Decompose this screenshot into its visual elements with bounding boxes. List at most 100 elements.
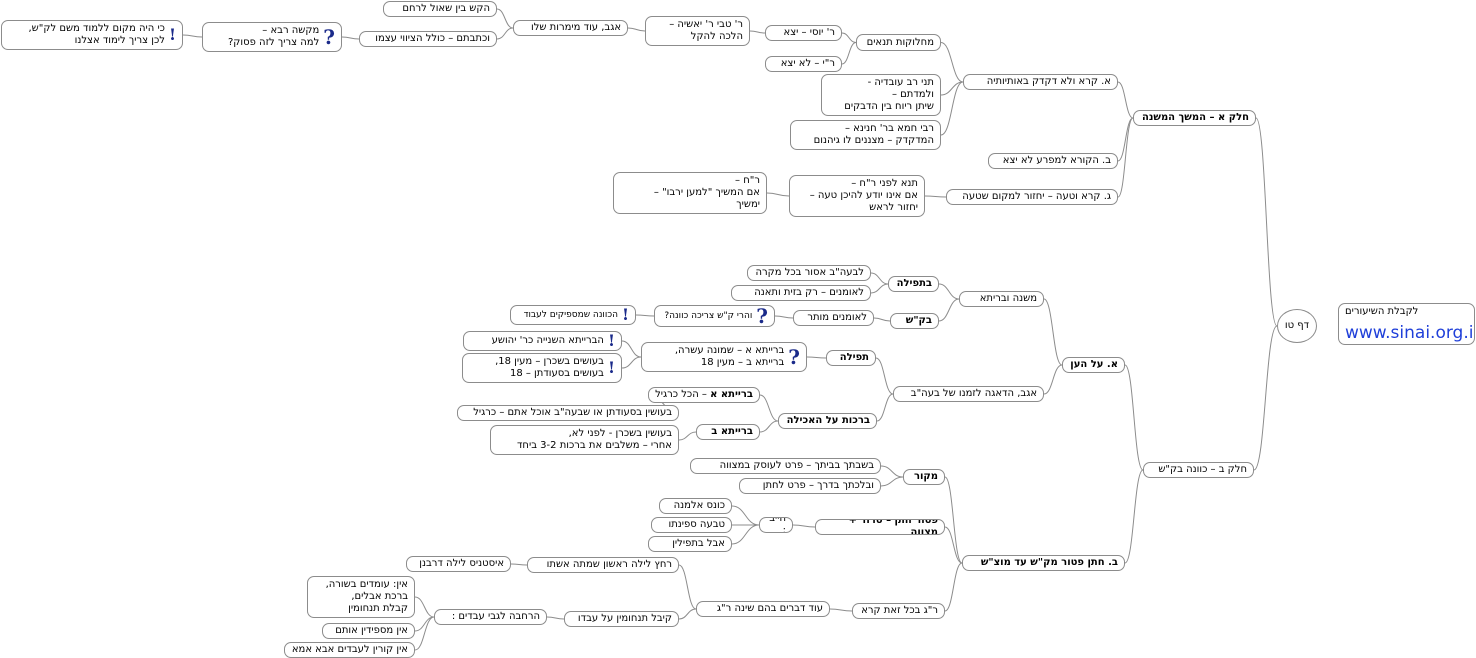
halacha-node[interactable]: ר' טבי ר' יאשיה – הלכה להקל: [645, 16, 750, 46]
connector-b-tefila2-node-brayta-node: [806, 356, 827, 359]
exclamation-icon: !: [607, 358, 615, 377]
agav-label: אגב, עוד מימרות שלו: [531, 22, 621, 33]
connector-part-a-node-a3-node: [1117, 117, 1134, 198]
tani-node[interactable]: תני רב עובדיה - ולמדתם – שיתן ריוח בין ה…: [821, 74, 941, 116]
ry-label: ר"י – לא יצא: [780, 58, 835, 69]
rava-question-node[interactable]: ?מקשה רבא – למה צריך לזה פסוק?: [202, 22, 342, 52]
yosi-node[interactable]: ר' יוסי – יצא: [765, 25, 842, 41]
ein-1-node[interactable]: אין: עומדים בשורה, ברכת אבלים, קבלת תנחו…: [307, 576, 415, 618]
makor-2-node[interactable]: ובלכתך בדרך – פרט לחתן: [739, 478, 881, 494]
b-tefila-node[interactable]: בתפילה: [888, 276, 939, 292]
a1-node[interactable]: א. קרא ולא דקדק באותיותיה: [963, 74, 1118, 90]
chayav-1-node[interactable]: כונס אלמנה: [659, 498, 732, 514]
ks-node[interactable]: בק"ש: [890, 313, 939, 329]
connector-a1-node-disputes-node: [940, 42, 964, 83]
connector-b-a-node-agav-b-node: [1043, 364, 1063, 395]
ks-label: בק"ש: [905, 315, 932, 326]
mishna-node[interactable]: משנה ובריתא: [959, 291, 1044, 307]
ktavtem-node[interactable]: וכתבתם – כולל הציווי עצמו: [359, 31, 497, 47]
ks-1-label: לאומנים מותר: [807, 312, 867, 323]
chayav-label: חייב :: [769, 517, 786, 533]
a3-node[interactable]: ג. קרא וטעה – יחזור למקום שטעה: [946, 189, 1118, 205]
root-node[interactable]: דף טו: [1277, 309, 1317, 343]
makor-node[interactable]: מקור: [903, 469, 945, 485]
connector-a3-node-tana-node: [924, 195, 947, 198]
tani-label: תני רב עובדיה - ולמדתם – שיתן ריוח בין ה…: [844, 77, 934, 112]
a1-label: א. קרא ולא דקדק באותיותיה: [986, 76, 1111, 87]
connector-tana-node-rh-node: [766, 192, 790, 197]
rava-question-label: מקשה רבא – למה צריך לזה פסוק?: [228, 25, 320, 48]
b-a-node[interactable]: א. על הען: [1062, 357, 1125, 373]
ks-answer-node[interactable]: !הכוונה שמספיקים לעבוד: [510, 305, 636, 325]
connector-makor-node-makor-2-node: [880, 476, 904, 487]
a2-node[interactable]: ב. הקורא למפרע לא יצא: [988, 153, 1118, 169]
connector-brayta-node-brayta-ex1-node: [621, 340, 642, 358]
sinai-url[interactable]: www.sinai.org.il: [1345, 323, 1475, 343]
chayav-2-node[interactable]: טבעה ספינתו: [651, 517, 732, 533]
connector-harchava-node-ein-3-node: [414, 616, 435, 651]
rami-node[interactable]: רבי חמא בר' חנינא – המדקדק – מצננים לו ג…: [790, 120, 941, 150]
b-b-node[interactable]: ב. חתן פטור מק"ש עד מוצ"ש: [962, 555, 1125, 571]
connector-harchava-node-ein-2-node: [414, 616, 435, 632]
agav-node[interactable]: אגב, עוד מימרות שלו: [513, 20, 628, 36]
tana-label: תנא לפני ר"ח – אם אינו יודע להיכן טעה – …: [809, 178, 918, 213]
rg-node[interactable]: ר"ג בכל זאת קרא: [852, 603, 945, 619]
brayta-a-detail-node[interactable]: בעושין בסעודתן או שבעה"ב אוכל אתם – כרגי…: [457, 405, 679, 421]
disputes-node[interactable]: מחלוקות תנאים: [856, 34, 941, 51]
ein-2-node[interactable]: אין מספידין אותם: [322, 623, 415, 639]
chayav-node[interactable]: חייב :: [759, 517, 793, 533]
ks-question-node[interactable]: ?והרי ק"ש צריכה כוונה?: [654, 305, 775, 327]
connector-ks-node-ks-1-node: [873, 317, 891, 322]
tefila-2-node[interactable]: לאומנים – רק בזית ותאנה: [731, 285, 871, 301]
brayta-a-node[interactable]: ברייתא א – הכל כרגיל: [648, 387, 760, 403]
connector-halacha-node-agav-node: [627, 27, 646, 32]
od-node[interactable]: עוד דברים בהם שינה ר"ג: [696, 601, 830, 617]
b-b-label: ב. חתן פטור מק"ש עד מוצ"ש: [980, 557, 1118, 568]
agav-b-node[interactable]: אגב, הדאגה לזמנו של בעה"ב: [893, 386, 1044, 402]
hekesh-label: הקש בין שאול לרחם: [402, 3, 490, 14]
hekesh-node[interactable]: הקש בין שאול לרחם: [383, 1, 497, 17]
ein-3-node[interactable]: אין קורין לעבדים אבא אמא: [284, 642, 415, 658]
a3-label: ג. קרא וטעה – יחזור למקום שטעה: [962, 191, 1111, 202]
makor-1-node[interactable]: בשבתך בביתך – פרט לעוסק במצווה: [690, 458, 881, 474]
harchava-node[interactable]: הרחבה לגבי עבדים :: [434, 609, 547, 625]
disputes-label: מחלוקות תנאים: [866, 36, 934, 48]
ks-1-node[interactable]: לאומנים מותר: [793, 310, 874, 326]
istenis-node[interactable]: איסטניס לילה דרבנן: [406, 556, 511, 572]
rava-answer-node[interactable]: !כי היה מקום ללמוד משם לק"ש, לכן צריך לי…: [1, 20, 183, 50]
rachatz-node[interactable]: רחץ לילה ראשון שמתה אשתו: [527, 557, 679, 573]
tefila-1-node[interactable]: לבעה"ב אסור בכל מקרה: [747, 265, 871, 281]
ry-node[interactable]: ר"י – לא יצא: [765, 56, 842, 72]
question-icon: ?: [323, 25, 335, 49]
ktavtem-label: וכתבתם – כולל הציווי עצמו: [375, 33, 490, 44]
connector-od-node-rachatz-node: [678, 564, 697, 610]
brayta-ex2-node[interactable]: !בעושים בשכרן – מעין 18, בעושים בסעודתן …: [462, 353, 622, 383]
tana-node[interactable]: תנא לפני ר"ח – אם אינו יודע להיכן טעה – …: [789, 175, 925, 217]
connector-disputes-node-yosi-node: [841, 32, 857, 43]
makor-label: מקור: [913, 471, 938, 482]
part-a-node[interactable]: חלק א – המשך המשנה: [1133, 110, 1256, 126]
brayta-b-node[interactable]: ברייתא ב: [696, 424, 760, 440]
brayta-b-detail-label: בעושין בשכרן - לפני לא, אחרי – משלבים את…: [516, 428, 672, 451]
b-tefila2-node[interactable]: תפילה: [826, 350, 876, 366]
connector-rachatz-node-istenis-node: [510, 563, 528, 566]
connector-root-node-part-a-node: [1255, 117, 1278, 327]
birkat-node[interactable]: ברכות על האכילה: [778, 413, 877, 429]
brayta-b-detail-node[interactable]: בעושין בשכרן - לפני לא, אחרי – משלבים את…: [490, 425, 679, 455]
part-b-node[interactable]: חלק ב – כוונה בק"ש: [1143, 462, 1254, 478]
sinai-link[interactable]: לקבלת השיעורים www.sinai.org.il: [1338, 303, 1475, 345]
kibel-label: קיבל תנחומין על עבדו: [577, 613, 672, 624]
chayav-3-node[interactable]: אבל בתפילין: [648, 536, 732, 552]
connector-agav-node-hekesh-node: [496, 8, 514, 29]
rh-node[interactable]: ר"ח – אם המשיך "למען ירבו" – ימשיך: [613, 172, 767, 214]
ein-3-label: אין קורין לעבדים אבא אמא: [291, 644, 408, 655]
connector-brayta-b-node-brayta-b-detail-node: [678, 431, 697, 441]
brayta-node[interactable]: ?ברייתא א – שמונה עשרה, ברייתא ב – מעין …: [641, 342, 807, 372]
brayta-ex1-node[interactable]: !הברייתא השנייה כר' יהושע: [463, 331, 622, 351]
kibel-node[interactable]: קיבל תנחומין על עבדו: [564, 611, 679, 627]
connector-chayav-node-chayav-1-node: [731, 505, 760, 526]
patur-node[interactable]: פטור חתן – טרוד + מצווה: [815, 519, 945, 535]
yosi-label: ר' יוסי – יצא: [783, 27, 835, 38]
connector-b-b-node-patur-node: [944, 526, 963, 564]
